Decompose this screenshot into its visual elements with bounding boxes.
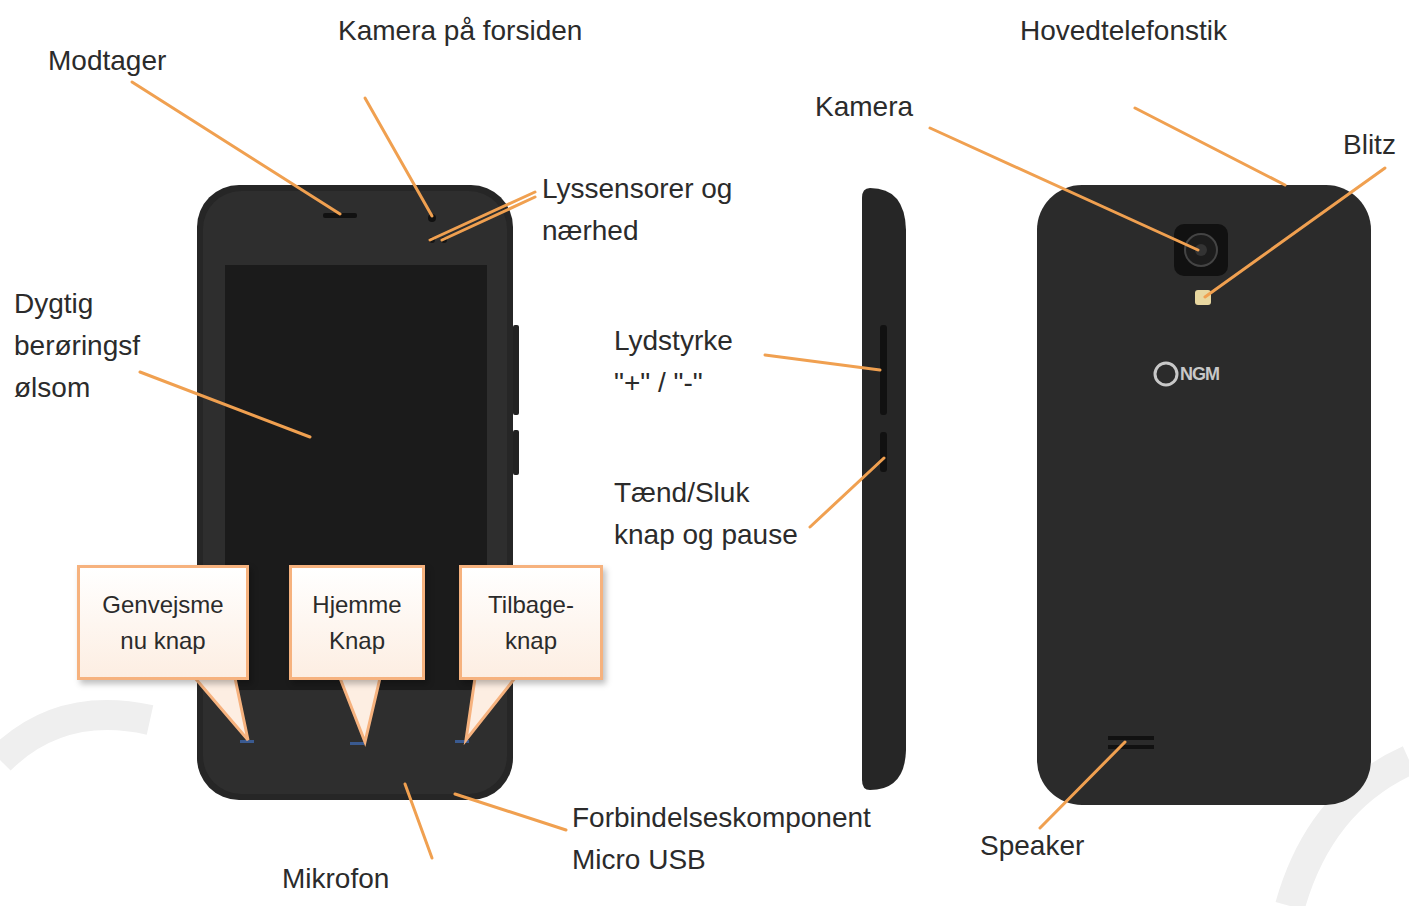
part-label: Dygtig berøringsf ølsom <box>14 283 179 409</box>
callout-box: Genvejsme nu knap <box>77 565 249 680</box>
part-label: Mikrofon <box>282 858 389 900</box>
part-label: Kamera på forsiden <box>338 10 582 52</box>
brand-logo: NGM <box>1180 363 1219 385</box>
callout-box: Hjemme Knap <box>289 565 425 680</box>
callout-box: Tilbage- knap <box>459 565 603 680</box>
part-label: Modtager <box>48 40 166 82</box>
part-label: Forbindelseskomponent Micro USB <box>572 797 912 881</box>
callout-text: Hjemme Knap <box>302 587 412 659</box>
part-label: Kamera <box>815 86 913 128</box>
part-label: Speaker <box>980 825 1084 867</box>
part-label: Hovedtelefonstik <box>1020 10 1227 52</box>
part-label: Lydstyrke "+" / "-" <box>614 320 764 404</box>
part-label: Lyssensorer og nærhed <box>542 168 764 252</box>
part-label: Tænd/Sluk knap og pause <box>614 472 810 556</box>
part-label: Blitz <box>1343 124 1396 166</box>
callout-text: Tilbage- knap <box>476 587 586 659</box>
callout-text: Genvejsme nu knap <box>96 587 231 659</box>
